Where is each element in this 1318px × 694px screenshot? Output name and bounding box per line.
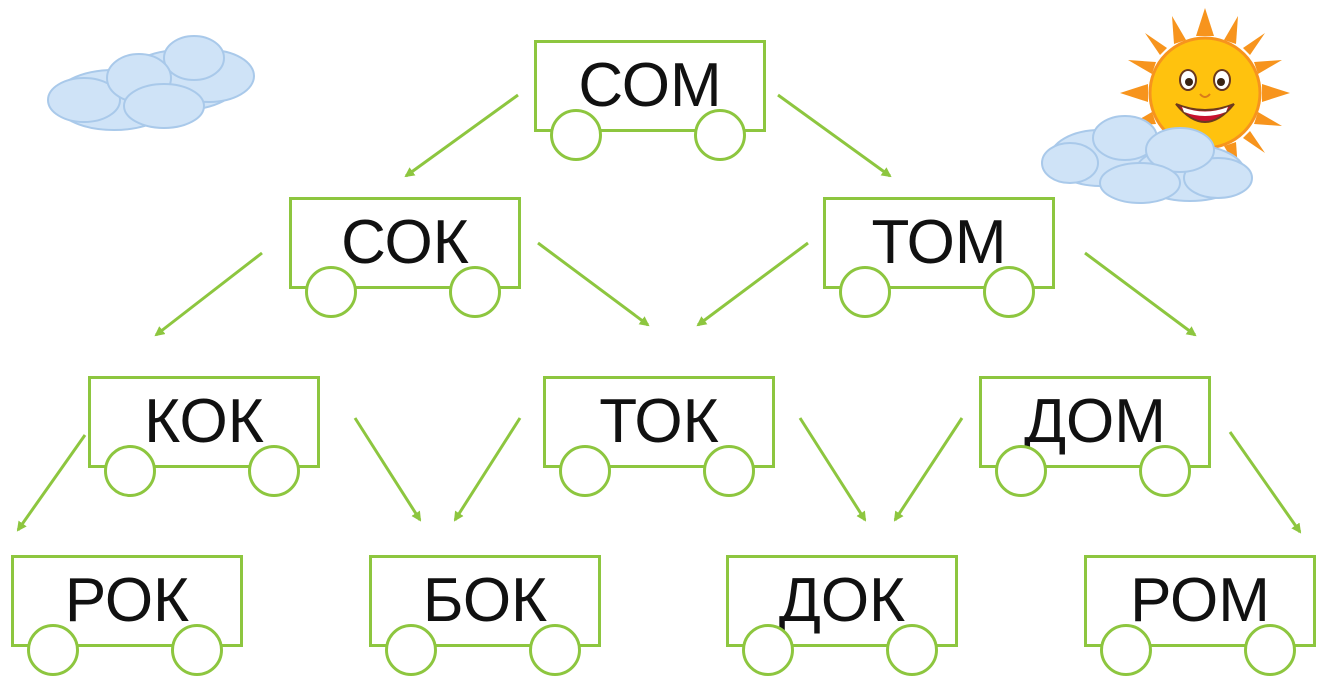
wheel [694,109,746,161]
cloud-icon [1041,115,1253,204]
wheel [248,445,300,497]
wheel [1100,624,1152,676]
wheel [550,109,602,161]
wheel [385,624,437,676]
wheel [703,445,755,497]
arrow-icon [798,417,867,522]
arrow-icon [404,93,519,178]
arrow-icon [696,241,809,327]
wheel [995,445,1047,497]
wheel [27,624,79,676]
word-label: СОК [341,208,469,277]
wheel [886,624,938,676]
word-label: РОК [64,566,190,635]
cloud-icon [47,35,255,131]
word-label: КОК [144,387,264,456]
wheel [839,266,891,318]
wheel [529,624,581,676]
wheel [559,445,611,497]
wheel [305,266,357,318]
arrow-icon [1084,251,1197,337]
arrow-icon [16,434,87,532]
wheel [1244,624,1296,676]
wheel [742,624,794,676]
arrow-icon [1228,431,1302,534]
word-label: ТОМ [871,208,1007,277]
wheel [104,445,156,497]
word-label: ТОК [599,387,719,456]
word-label: РОМ [1130,566,1270,635]
wheel [983,266,1035,318]
arrow-icon [353,417,422,522]
arrow-icon [537,241,650,327]
word-label: СОМ [578,51,722,120]
wheel [1139,445,1191,497]
arrow-icon [154,251,263,337]
arrow-icon [777,93,892,178]
arrow-icon [453,417,522,522]
wheel [449,266,501,318]
wheel [171,624,223,676]
word-label: ДОК [778,566,906,635]
word-label: ДОМ [1024,387,1166,456]
arrow-icon [893,417,964,522]
word-label: БОК [422,566,548,635]
